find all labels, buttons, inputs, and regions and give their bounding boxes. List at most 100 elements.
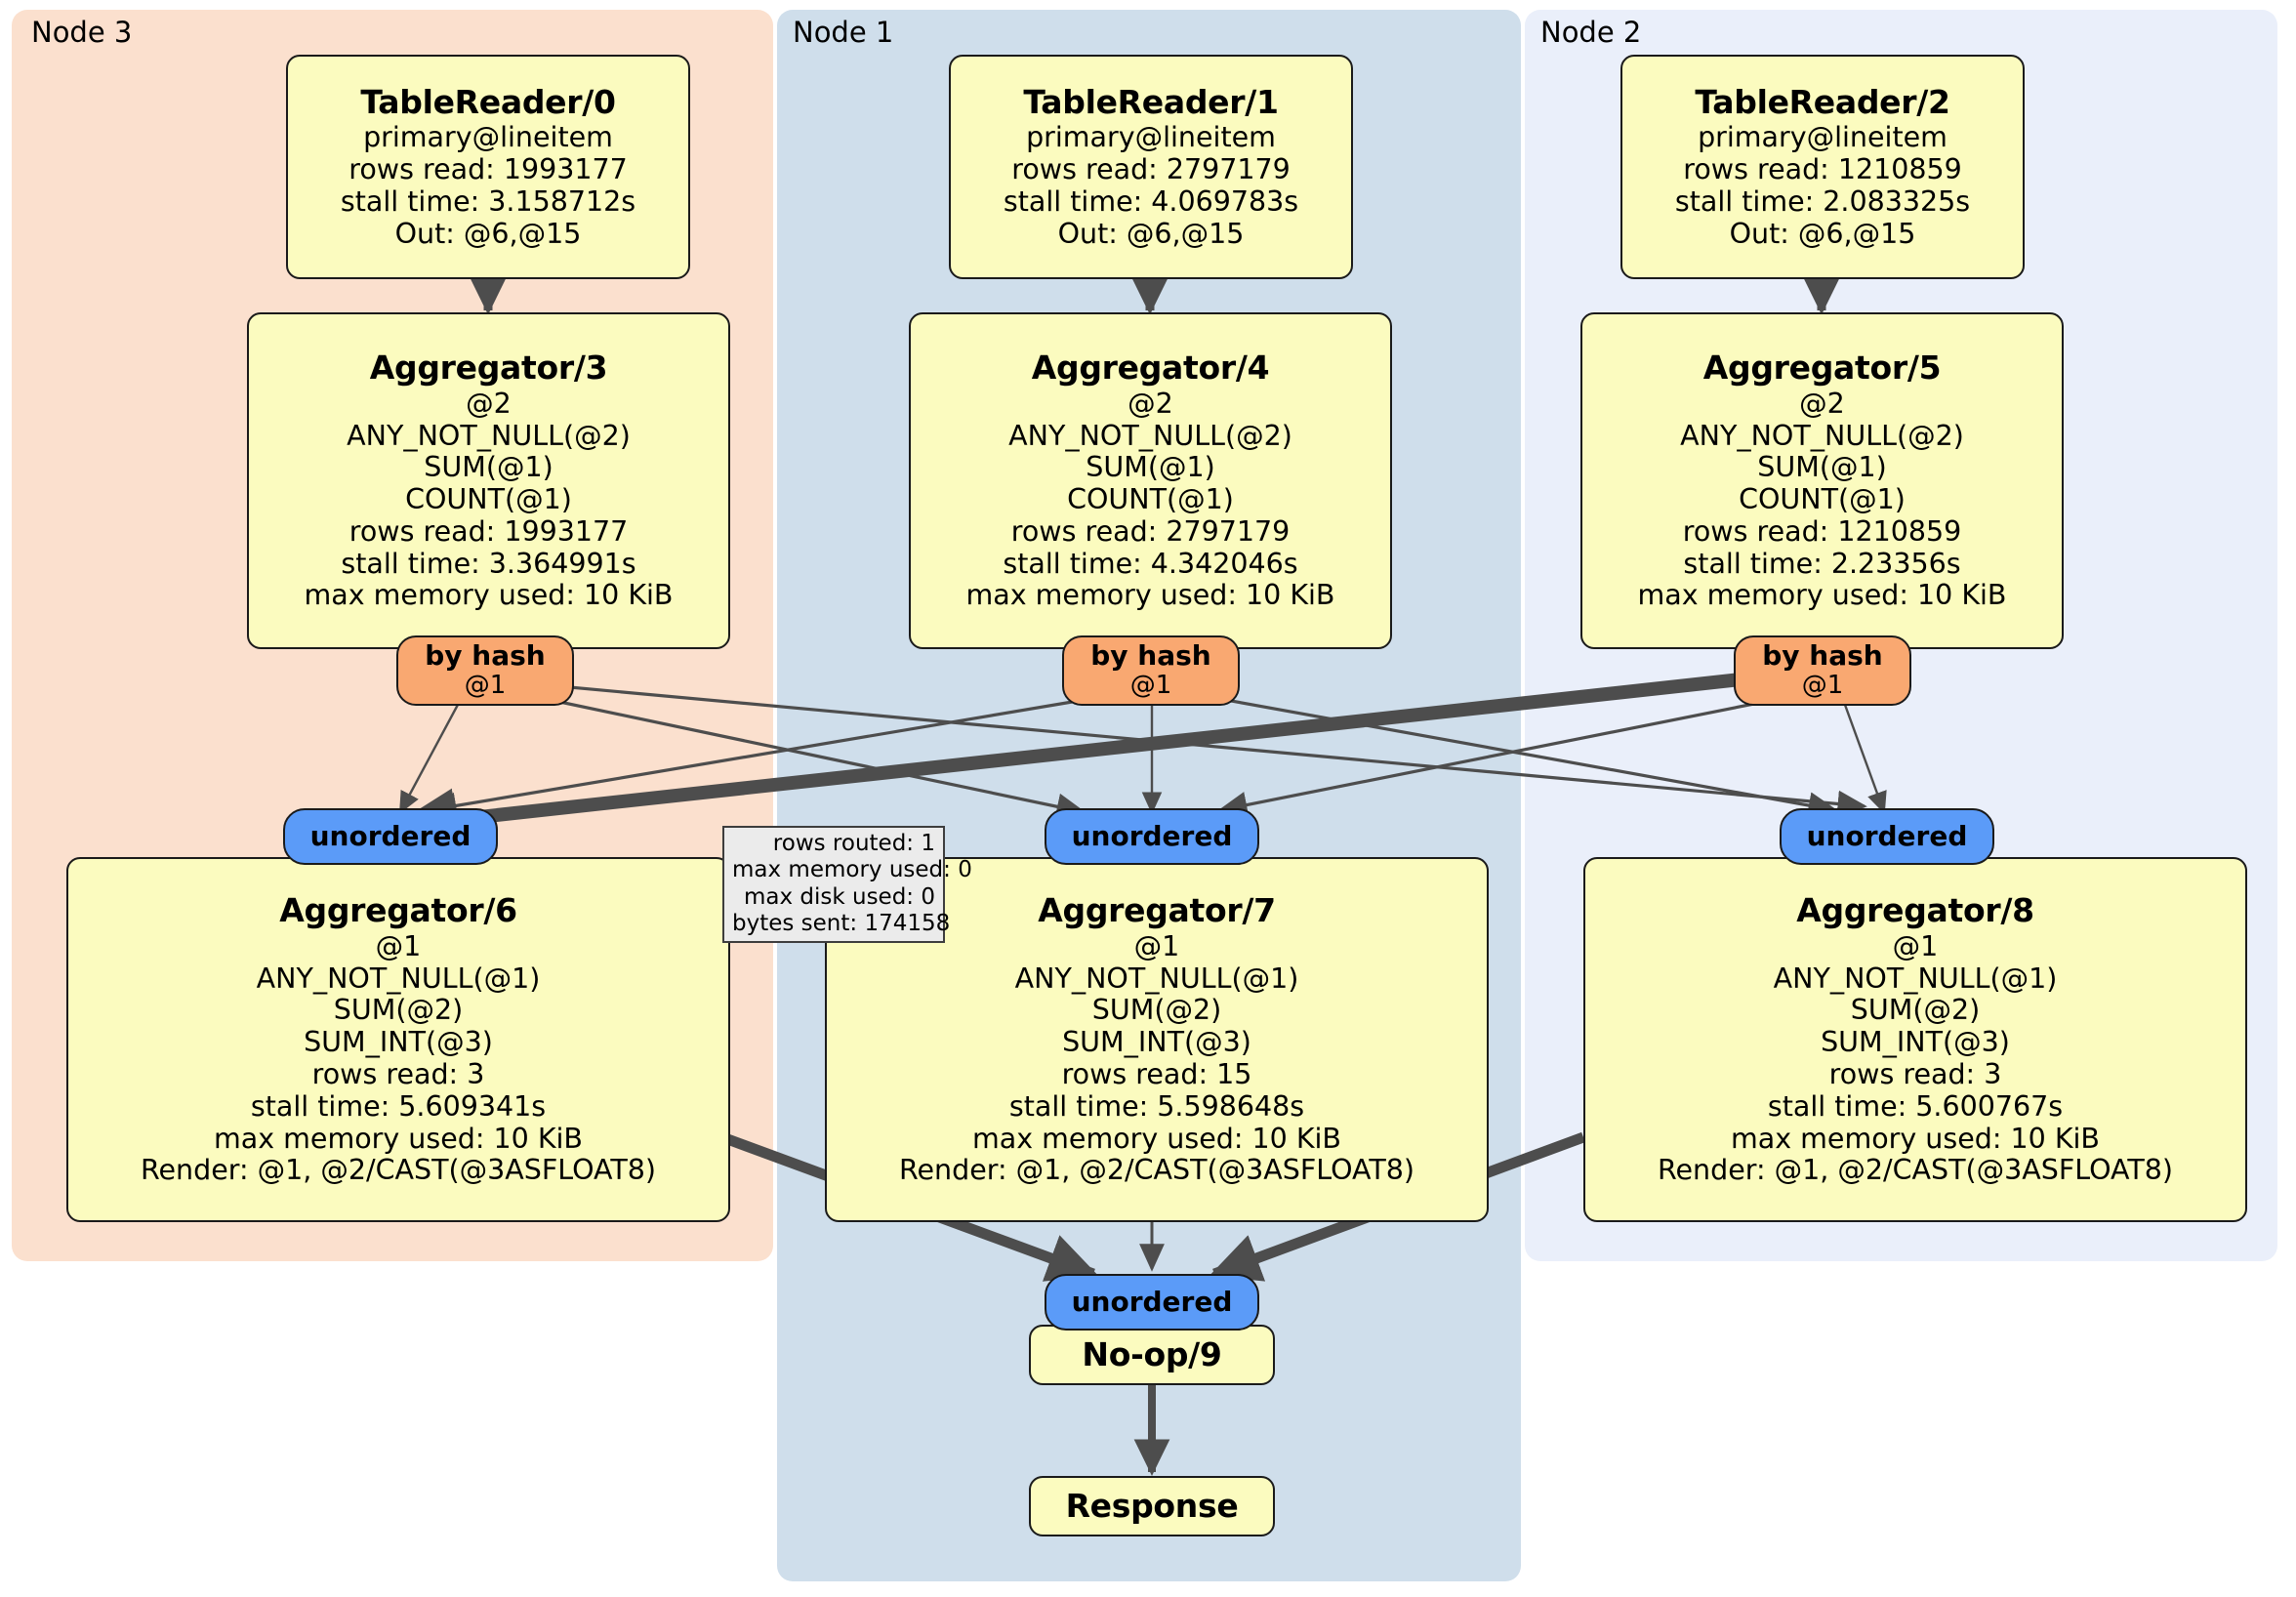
aggregator-5-line-0: @2 — [1799, 387, 1845, 420]
unordered-final-label: unordered — [1071, 1285, 1233, 1318]
aggregator-6-line-2: SUM(@2) — [333, 994, 464, 1027]
aggregator-3-line-1: ANY_NOT_NULL(@2) — [347, 419, 631, 452]
aggregator-6-line-3: SUM_INT(@3) — [304, 1026, 493, 1059]
no-op-9-node[interactable]: No-op/9 — [1029, 1325, 1275, 1385]
stats-line-3: bytes sent: 174158 — [732, 911, 951, 937]
aggregator-8-line-7: Render: @1, @2/CAST(@3ASFLOAT8) — [1658, 1154, 2173, 1187]
aggregator-4-line-5: stall time: 4.342046s — [1003, 547, 1298, 580]
table-reader-0-line-1: rows read: 1993177 — [348, 153, 628, 186]
aggregator-7-line-5: stall time: 5.598648s — [1008, 1089, 1305, 1123]
aggregator-4-line-1: ANY_NOT_NULL(@2) — [1008, 419, 1292, 452]
aggregator-3-line-5: stall time: 3.364991s — [341, 547, 636, 580]
table-reader-2-line-1: rows read: 1210859 — [1683, 153, 1962, 186]
aggregator-7-line-6: max memory used: 10 KiB — [972, 1122, 1341, 1155]
table-reader-2-line-3: Out: @6,@15 — [1729, 217, 1916, 250]
by-hash-5-sub: @1 — [1801, 671, 1844, 701]
by-hash-5-router[interactable]: by hash @1 — [1734, 635, 1911, 706]
aggregator-6-line-0: @1 — [375, 929, 422, 962]
table-reader-0-line-0: primary@lineitem — [363, 121, 613, 154]
aggregator-7-line-1: ANY_NOT_NULL(@1) — [1014, 962, 1299, 995]
aggregator-3-node[interactable]: Aggregator/3 @2 ANY_NOT_NULL(@2) SUM(@1)… — [247, 312, 730, 649]
unordered-6-label: unordered — [309, 819, 472, 852]
aggregator-7-line-4: rows read: 15 — [1061, 1057, 1252, 1090]
unordered-7-label: unordered — [1071, 819, 1233, 852]
cluster-label-node-3: Node 3 — [31, 16, 133, 49]
unordered-8-router[interactable]: unordered — [1780, 808, 1994, 865]
aggregator-3-line-4: rows read: 1993177 — [348, 514, 629, 548]
by-hash-3-router[interactable]: by hash @1 — [396, 635, 574, 706]
by-hash-5-label: by hash — [1762, 639, 1883, 673]
unordered-6-router[interactable]: unordered — [283, 808, 498, 865]
aggregator-8-line-0: @1 — [1892, 929, 1939, 962]
table-reader-0-title: TableReader/0 — [360, 82, 616, 121]
aggregator-5-line-4: rows read: 1210859 — [1682, 514, 1962, 548]
aggregator-5-title: Aggregator/5 — [1702, 348, 1942, 387]
table-reader-1-line-0: primary@lineitem — [1026, 121, 1276, 154]
cluster-label-node-1: Node 1 — [793, 16, 894, 49]
aggregator-8-node[interactable]: Aggregator/8 @1 ANY_NOT_NULL(@1) SUM(@2)… — [1583, 857, 2247, 1222]
aggregator-6-line-5: stall time: 5.609341s — [250, 1089, 547, 1123]
table-reader-0-node[interactable]: TableReader/0 primary@lineitem rows read… — [286, 55, 690, 279]
aggregator-3-line-3: COUNT(@1) — [405, 483, 572, 516]
by-hash-4-router[interactable]: by hash @1 — [1062, 635, 1240, 706]
response-node[interactable]: Response — [1029, 1476, 1275, 1536]
aggregator-8-line-1: ANY_NOT_NULL(@1) — [1773, 962, 2058, 995]
unordered-7-router[interactable]: unordered — [1045, 808, 1259, 865]
aggregator-4-line-6: max memory used: 10 KiB — [965, 579, 1335, 612]
stats-line-2: max disk used: 0 — [743, 883, 935, 910]
aggregator-7-title: Aggregator/7 — [1038, 890, 1276, 929]
aggregator-4-line-0: @2 — [1128, 387, 1173, 420]
table-reader-2-line-2: stall time: 2.083325s — [1674, 184, 1971, 218]
table-reader-1-node[interactable]: TableReader/1 primary@lineitem rows read… — [949, 55, 1353, 279]
table-reader-1-title: TableReader/1 — [1023, 82, 1279, 121]
response-title: Response — [1065, 1486, 1239, 1525]
table-reader-2-line-0: primary@lineitem — [1698, 121, 1948, 154]
stats-line-1: max memory used: 0 — [732, 857, 972, 883]
unordered-final-router[interactable]: unordered — [1045, 1274, 1259, 1331]
aggregator-3-title: Aggregator/3 — [369, 348, 608, 387]
no-op-9-title: No-op/9 — [1082, 1334, 1222, 1373]
aggregator-5-line-1: ANY_NOT_NULL(@2) — [1680, 419, 1964, 452]
unordered-8-label: unordered — [1806, 819, 1968, 852]
aggregator-5-line-5: stall time: 2.23356s — [1683, 547, 1961, 580]
aggregator-8-line-5: stall time: 5.600767s — [1767, 1089, 2064, 1123]
by-hash-3-sub: @1 — [464, 671, 507, 701]
aggregator-5-line-6: max memory used: 10 KiB — [1637, 579, 2007, 612]
cluster-label-node-2: Node 2 — [1540, 16, 1642, 49]
aggregator-8-line-6: max memory used: 10 KiB — [1731, 1122, 2100, 1155]
aggregator-3-line-0: @2 — [466, 387, 512, 420]
aggregator-4-node[interactable]: Aggregator/4 @2 ANY_NOT_NULL(@2) SUM(@1)… — [909, 312, 1392, 649]
table-reader-0-line-2: stall time: 3.158712s — [340, 184, 636, 218]
aggregator-7-line-2: SUM(@2) — [1091, 994, 1222, 1027]
aggregator-5-line-2: SUM(@1) — [1757, 451, 1887, 484]
aggregator-8-title: Aggregator/8 — [1796, 890, 2034, 929]
aggregator-3-line-6: max memory used: 10 KiB — [304, 579, 674, 612]
aggregator-6-line-6: max memory used: 10 KiB — [214, 1122, 583, 1155]
by-hash-4-sub: @1 — [1129, 671, 1172, 701]
by-hash-3-label: by hash — [425, 639, 546, 673]
table-reader-1-line-3: Out: @6,@15 — [1057, 217, 1245, 250]
aggregator-5-line-3: COUNT(@1) — [1739, 483, 1906, 516]
aggregator-8-line-3: SUM_INT(@3) — [1821, 1026, 2010, 1059]
table-reader-2-title: TableReader/2 — [1695, 82, 1950, 121]
table-reader-0-line-3: Out: @6,@15 — [394, 217, 582, 250]
aggregator-4-line-2: SUM(@1) — [1086, 451, 1215, 484]
aggregator-6-line-7: Render: @1, @2/CAST(@3ASFLOAT8) — [141, 1154, 656, 1187]
aggregator-7-line-7: Render: @1, @2/CAST(@3ASFLOAT8) — [899, 1154, 1414, 1187]
by-hash-4-label: by hash — [1090, 639, 1211, 673]
aggregator-4-line-3: COUNT(@1) — [1067, 483, 1234, 516]
stream-stats-tooltip: rows routed: 1 max memory used: 0 max di… — [722, 826, 972, 944]
aggregator-6-line-1: ANY_NOT_NULL(@1) — [256, 962, 541, 995]
aggregator-6-node[interactable]: Aggregator/6 @1 ANY_NOT_NULL(@1) SUM(@2)… — [66, 857, 730, 1222]
table-reader-1-line-1: rows read: 2797179 — [1011, 153, 1291, 186]
aggregator-7-line-0: @1 — [1133, 929, 1180, 962]
aggregator-6-title: Aggregator/6 — [279, 890, 517, 929]
aggregator-6-line-4: rows read: 3 — [311, 1057, 485, 1090]
aggregator-7-line-3: SUM_INT(@3) — [1062, 1026, 1251, 1059]
stats-line-0: rows routed: 1 — [772, 831, 935, 856]
aggregator-3-line-2: SUM(@1) — [424, 451, 554, 484]
aggregator-5-node[interactable]: Aggregator/5 @2 ANY_NOT_NULL(@2) SUM(@1)… — [1580, 312, 2064, 649]
table-reader-2-node[interactable]: TableReader/2 primary@lineitem rows read… — [1620, 55, 2025, 279]
aggregator-4-title: Aggregator/4 — [1031, 348, 1270, 387]
aggregator-4-line-4: rows read: 2797179 — [1010, 514, 1291, 548]
